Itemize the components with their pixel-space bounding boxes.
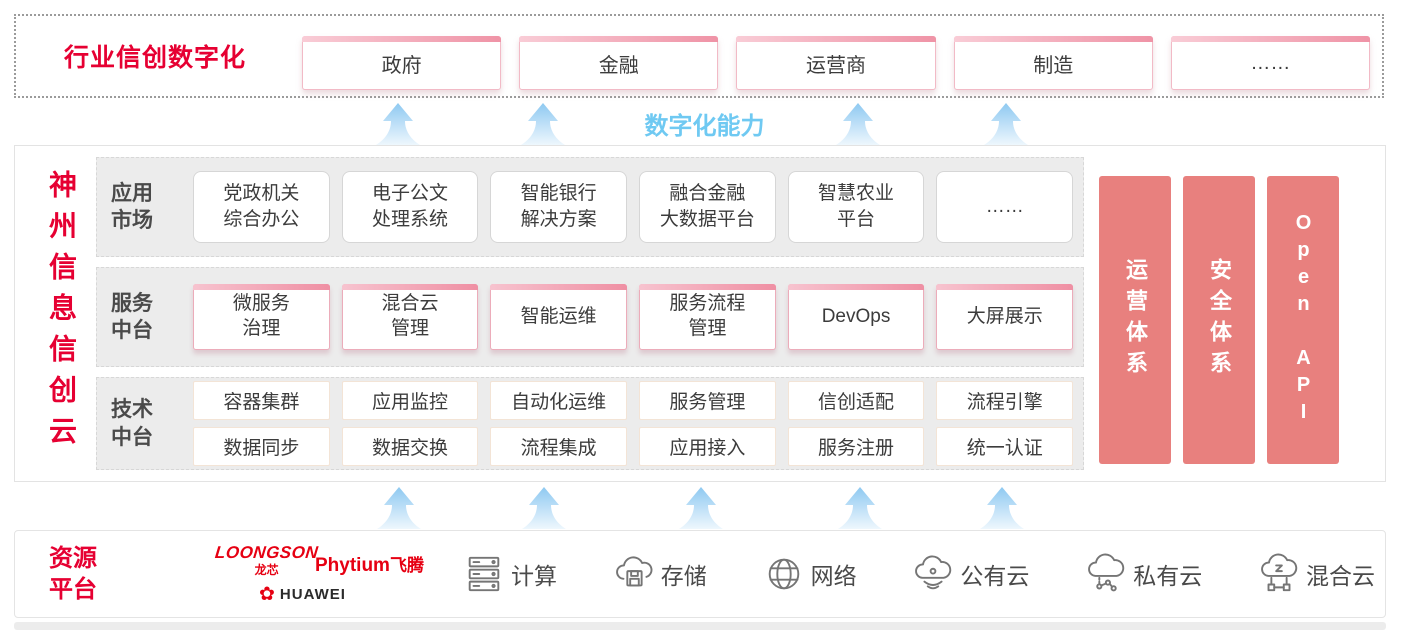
compute-icon: [468, 556, 500, 592]
tech-box: 统一认证: [936, 427, 1074, 466]
app-market-row: 应用 市场 党政机关 综合办公 电子公文 处理系统 智能银行 解决方案 融合金融…: [96, 157, 1084, 257]
xinchuang-cloud-panel: 神州信息信创云 应用 市场 党政机关 综合办公 电子公文 处理系统 智能银行 解…: [14, 145, 1386, 482]
bottom-divider-bar: [14, 622, 1386, 630]
industry-band-title: 行业信创数字化: [64, 44, 247, 72]
platform-vertical-title: 神州信息信创云: [46, 170, 77, 457]
huawei-wordmark: HUAWEI: [279, 586, 346, 603]
phytium-wordmark: Phytium: [315, 555, 390, 576]
tech-box: 信创适配: [787, 381, 925, 420]
service-box: DevOps: [787, 284, 925, 350]
tech-box: 应用接入: [639, 427, 776, 466]
resource-platform-label: 资源 平台: [49, 544, 97, 603]
resource-item-label: 计算: [511, 563, 557, 589]
up-arrow-icon: [377, 487, 421, 529]
industry-band: 行业信创数字化 政府 金融 运营商 制造 ……: [14, 14, 1384, 98]
up-arrow-icon: [838, 487, 882, 529]
app-box: 电子公文 处理系统: [341, 171, 479, 243]
resource-arrow-band: [0, 484, 1402, 530]
service-box: 智能运维: [490, 284, 628, 350]
storage-icon: [615, 556, 653, 587]
capability-arrow-band: [0, 100, 1402, 145]
pillar-operations: 运营体系: [1099, 176, 1171, 464]
pillar-security: 安全体系: [1183, 176, 1255, 464]
app-box: 党政机关 综合办公: [193, 171, 330, 243]
service-platform-row: 服务 中台 微服务 治理 混合云 管理 智能运维 服务流程 管理 DevOps …: [96, 267, 1084, 367]
service-box: 大屏展示: [936, 284, 1074, 350]
sector-row: 政府 金融 运营商 制造 ……: [302, 36, 1371, 90]
pillar-operations-label: 运营体系: [1123, 258, 1148, 382]
resource-item-public-cloud: 公有云: [912, 553, 1029, 595]
tech-platform-row: 技术 中台 容器集群 数据同步 应用监控 数据交换 自动化运维 流程集成 服务管…: [96, 377, 1084, 470]
resource-item-label: 混合云: [1305, 563, 1375, 589]
huawei-flower-icon: ✿: [259, 584, 275, 605]
app-box: 融合金融 大数据平台: [639, 171, 776, 243]
tech-box: 容器集群: [193, 381, 330, 420]
phytium-chinese: 飞腾: [389, 556, 424, 575]
tech-platform-label: 技术 中台: [111, 398, 153, 449]
resource-item-compute: 计算: [463, 553, 557, 595]
app-market-label: 应用 市场: [111, 181, 153, 232]
tech-box: 流程引擎: [936, 381, 1074, 420]
sector-box-manufacturing: 制造: [953, 36, 1154, 90]
app-box: 智能银行 解决方案: [490, 171, 628, 243]
resource-item-label: 私有云: [1133, 563, 1203, 589]
public-cloud-icon: [915, 555, 952, 590]
sector-box-government: 政府: [302, 36, 502, 90]
private-cloud-icon: [1088, 553, 1125, 592]
up-arrow-icon: [521, 103, 565, 145]
service-box: 微服务 治理: [193, 284, 330, 350]
loongson-wordmark: LOONGSON: [214, 543, 320, 562]
service-box: 混合云 管理: [341, 284, 479, 350]
up-arrow-icon: [984, 103, 1028, 145]
tech-box: 数据交换: [341, 427, 479, 466]
resource-items: 计算 存储 网络: [463, 531, 1375, 617]
pillar-open-api: Open API: [1267, 176, 1339, 464]
up-arrow-icon: [980, 487, 1024, 529]
sector-box-more: ……: [1170, 36, 1371, 90]
resource-item-private-cloud: 私有云: [1085, 553, 1202, 595]
phytium-logo: Phytium飞腾: [315, 551, 424, 577]
tech-box: 流程集成: [490, 427, 628, 466]
service-box: 服务流程 管理: [639, 284, 776, 350]
capability-label: 数字化能力: [644, 113, 765, 140]
resource-item-network: 网络: [763, 553, 857, 595]
hybrid-cloud-icon: [1261, 553, 1298, 592]
up-arrow-icon: [679, 487, 723, 529]
huawei-logo: ✿ HUAWEI: [259, 583, 346, 606]
resource-platform-panel: 资源 平台 LOONGSON 龙芯 Phytium飞腾 ✿ HUAWEI 计算: [14, 530, 1386, 618]
up-arrow-icon: [376, 103, 420, 145]
resource-item-label: 公有云: [960, 563, 1030, 589]
tech-box: 自动化运维: [490, 381, 628, 420]
loongson-chinese: 龙芯: [254, 563, 279, 577]
pillar-security-label: 安全体系: [1207, 258, 1232, 382]
tech-box: 应用监控: [341, 381, 479, 420]
up-arrow-icon: [522, 487, 566, 529]
tech-box: 服务注册: [787, 427, 925, 466]
network-icon: [768, 558, 799, 590]
service-platform-label: 服务 中台: [111, 291, 153, 342]
pillar-open-api-label: Open API: [1292, 212, 1315, 428]
tech-box: 服务管理: [639, 381, 776, 420]
loongson-logo: LOONGSON 龙芯: [214, 543, 320, 578]
tech-box: 数据同步: [193, 427, 330, 466]
sector-box-finance: 金融: [519, 36, 719, 90]
up-arrow-icon: [836, 103, 880, 145]
resource-item-label: 网络: [810, 563, 857, 589]
resource-item-hybrid-cloud: 混合云: [1258, 553, 1375, 595]
resource-item-storage: 存储: [613, 553, 707, 595]
resource-item-label: 存储: [660, 563, 707, 589]
app-box-more: ……: [936, 171, 1074, 243]
app-box: 智慧农业 平台: [787, 171, 925, 243]
sector-box-operator: 运营商: [736, 36, 936, 90]
